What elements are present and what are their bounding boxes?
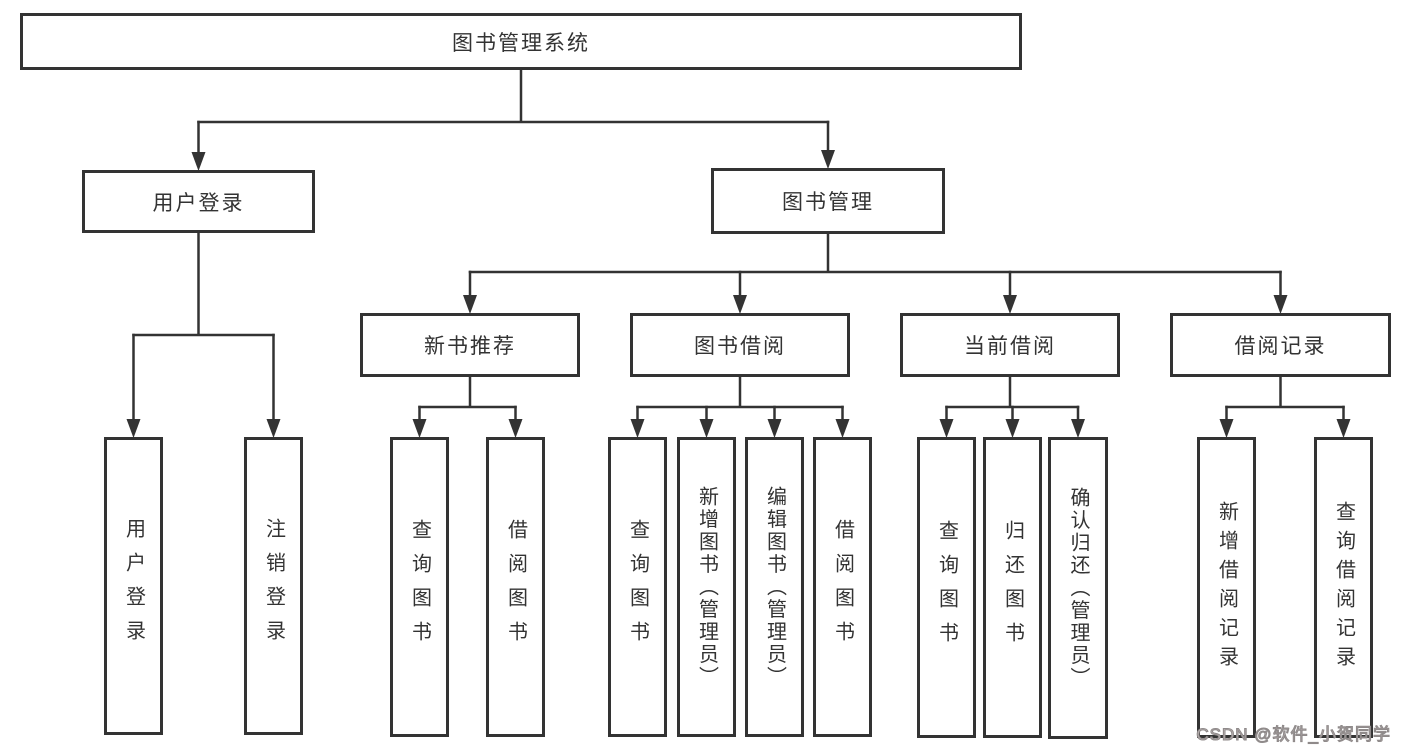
node-cu-confirm: 确认归还（管理员） xyxy=(1048,437,1108,739)
node-label: 图书管理系统 xyxy=(452,31,590,55)
node-rc-add: 新增借阅记录 xyxy=(1197,437,1256,738)
node-label: 注销登录 xyxy=(262,518,285,654)
node-rc-query: 查询借阅记录 xyxy=(1314,437,1373,738)
node-bw-borrow: 借阅图书 xyxy=(813,437,872,737)
node-login: 用户登录 xyxy=(104,437,163,735)
node-nr-borrow: 借阅图书 xyxy=(486,437,545,737)
node-user-login: 用户登录 xyxy=(82,170,315,233)
node-bw-edit: 编辑图书（管理员） xyxy=(745,437,804,737)
watermark: CSDN @软件_小贺同学 xyxy=(1196,724,1391,744)
node-label: 当前借阅 xyxy=(964,335,1056,358)
node-label: 借阅图书 xyxy=(831,519,854,655)
node-root: 图书管理系统 xyxy=(20,13,1022,70)
node-label: 查询借阅记录 xyxy=(1332,500,1355,675)
node-label: 新书推荐 xyxy=(424,335,516,358)
node-records: 借阅记录 xyxy=(1170,313,1391,377)
node-label: 借阅图书 xyxy=(504,519,527,655)
node-label: 归还图书 xyxy=(1001,519,1024,656)
node-bw-add: 新增图书（管理员） xyxy=(677,437,736,737)
node-label: 新增借阅记录 xyxy=(1215,500,1238,675)
node-bw-query: 查询图书 xyxy=(608,437,667,737)
node-cu-return: 归还图书 xyxy=(983,437,1042,738)
node-new-rec: 新书推荐 xyxy=(360,313,580,377)
node-logout: 注销登录 xyxy=(244,437,303,735)
node-label: 查询图书 xyxy=(626,519,649,655)
node-borrow: 图书借阅 xyxy=(630,313,850,377)
node-label: 查询图书 xyxy=(408,519,431,655)
node-label: 新增图书（管理员） xyxy=(695,485,718,689)
node-label: 用户登录 xyxy=(152,191,245,215)
node-label: 确认归还（管理员） xyxy=(1067,486,1089,690)
node-current: 当前借阅 xyxy=(900,313,1120,377)
node-label: 图书借阅 xyxy=(694,335,786,358)
node-label: 图书管理 xyxy=(782,191,874,214)
node-cu-query: 查询图书 xyxy=(917,437,976,738)
node-label: 查询图书 xyxy=(935,519,958,656)
node-label: 编辑图书（管理员） xyxy=(763,485,786,689)
node-label: 借阅记录 xyxy=(1234,335,1327,358)
node-book-mgmt: 图书管理 xyxy=(711,168,945,234)
node-nr-query: 查询图书 xyxy=(390,437,449,737)
node-label: 用户登录 xyxy=(122,518,145,654)
